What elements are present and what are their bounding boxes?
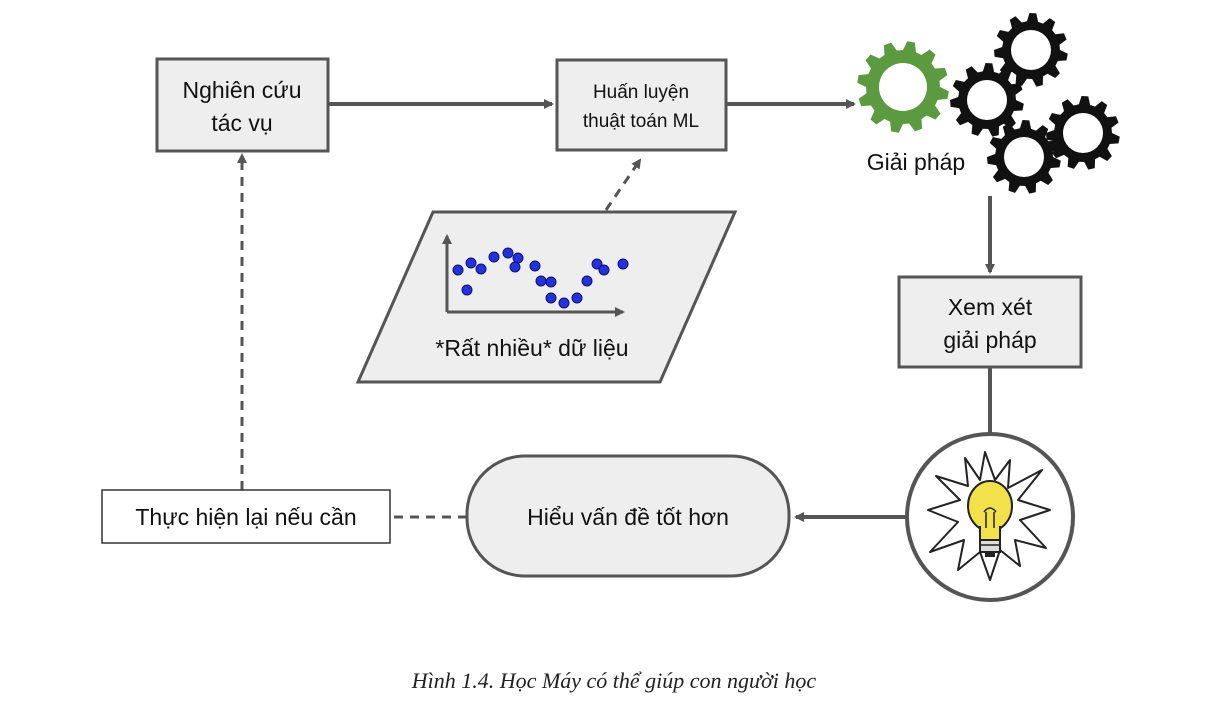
inspect-solution-label-line1: Xem xét xyxy=(948,294,1033,320)
gear-shape xyxy=(1046,96,1120,170)
lightbulb-icon xyxy=(905,432,1075,602)
node-understand-better: Hiểu vấn đề tốt hơn xyxy=(465,454,791,578)
inspect-solution-box xyxy=(897,275,1083,369)
iterate-label: Thực hiện lại nếu cần xyxy=(135,504,356,530)
train-ml-box xyxy=(555,58,728,152)
arrow-data-to-train xyxy=(604,158,642,211)
gear-shape xyxy=(987,120,1061,194)
train-ml-label-line2: thuật toán ML xyxy=(583,111,699,132)
inspect-solution-label-line2: giải pháp xyxy=(943,327,1036,353)
study-task-label-line1: Nghiên cứu xyxy=(183,77,302,103)
gear-icon xyxy=(857,13,1120,194)
connectors xyxy=(237,99,995,522)
gear-shape xyxy=(950,63,1024,137)
node-train-ml: Huấn luyện thuật toán ML xyxy=(555,58,728,152)
node-data: *Rất nhiều* dữ liệu xyxy=(355,210,738,384)
study-task-box xyxy=(155,57,330,153)
study-task-label-line2: tác vụ xyxy=(211,110,272,136)
gear-shape xyxy=(994,13,1068,87)
node-inspect-solution: Xem xét giải pháp xyxy=(897,275,1083,369)
iterate-box xyxy=(101,489,391,544)
node-study-task: Nghiên cứu tác vụ xyxy=(155,57,330,153)
understand-better-label: Hiểu vấn đề tốt hơn xyxy=(527,504,729,530)
node-iterate: Thực hiện lại nếu cần xyxy=(101,489,391,544)
figure-caption: Hình 1.4. Học Máy có thể giúp con người … xyxy=(411,668,817,693)
scatter-plot-icon xyxy=(442,234,629,317)
understand-better-box xyxy=(465,454,791,578)
data-label: *Rất nhiều* dữ liệu xyxy=(435,335,628,361)
gear-shape xyxy=(857,41,949,133)
train-ml-label-line1: Huấn luyện xyxy=(593,82,689,103)
solution-label: Giải pháp xyxy=(867,149,965,175)
